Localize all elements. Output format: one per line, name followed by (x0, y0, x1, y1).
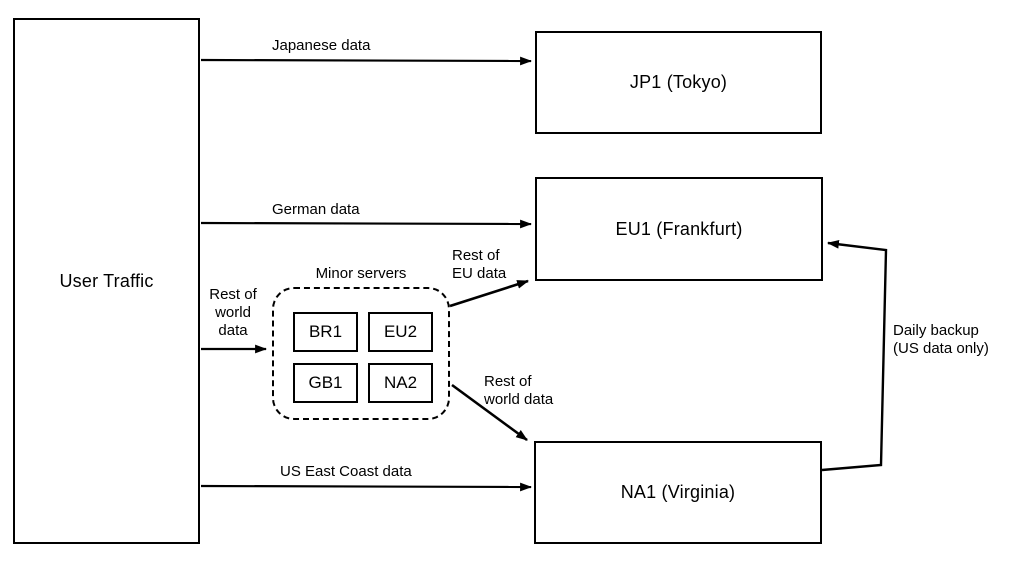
node-br1: BR1 (293, 312, 358, 352)
edge-label-rest-of-eu: Rest of EU data (452, 247, 507, 282)
arrow-us-east-coast (200, 482, 533, 492)
node-na1-label: NA1 (Virginia) (620, 482, 736, 502)
arrow-japanese-data (200, 56, 533, 66)
node-na1: NA1 (Virginia) (534, 441, 822, 544)
edge-label-rest-of-world-to-minor: Rest of world data (209, 286, 257, 339)
node-na2: NA2 (368, 363, 433, 403)
edge-label-japanese-data: Japanese data (272, 37, 371, 54)
node-eu2-label: EU2 (383, 322, 418, 341)
arrow-daily-backup (821, 239, 888, 472)
node-eu1-label: EU1 (Frankfurt) (615, 218, 743, 239)
node-user-traffic: User Traffic (13, 18, 200, 544)
minor-servers-group (272, 287, 450, 420)
node-eu1: EU1 (Frankfurt) (535, 177, 823, 281)
minor-servers-title: Minor servers (315, 265, 407, 282)
node-jp1-label: JP1 (Tokyo) (629, 72, 728, 92)
node-gb1: GB1 (293, 363, 358, 403)
node-jp1: JP1 (Tokyo) (535, 31, 822, 134)
edge-label-us-east-coast: US East Coast data (280, 463, 412, 480)
edge-label-german-data: German data (272, 201, 360, 218)
node-eu2: EU2 (368, 312, 433, 352)
edge-label-rest-of-world-to-na1: Rest of world data (484, 373, 554, 408)
node-na2-label: NA2 (383, 373, 418, 392)
arrow-rest-of-eu (449, 279, 530, 308)
node-gb1-label: GB1 (308, 373, 343, 392)
arrow-german-data (200, 219, 533, 229)
node-br1-label: BR1 (308, 322, 343, 341)
node-user-traffic-label: User Traffic (59, 270, 154, 291)
edge-label-daily-backup: Daily backup (US data only) (893, 322, 989, 357)
